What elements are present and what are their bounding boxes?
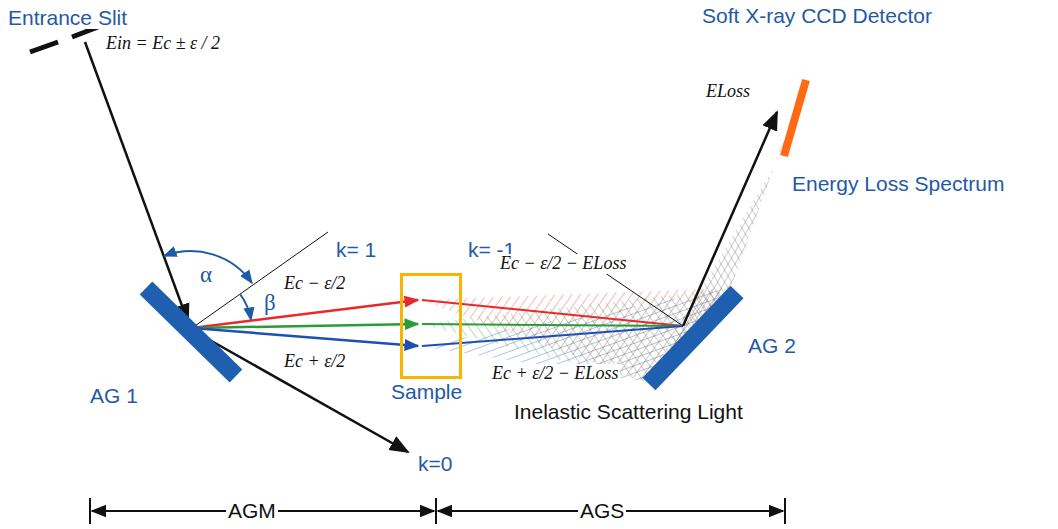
angle-label: β (262, 290, 278, 315)
grating-normal (548, 234, 683, 326)
beta-arc (240, 294, 251, 320)
detector-label: Soft X-ray CCD Detector (700, 4, 934, 27)
slit-label: Entrance Slit (6, 6, 129, 29)
sample-label: Sample (389, 380, 464, 404)
dimension-tick (89, 498, 91, 524)
energy-label: ELoss (704, 82, 752, 102)
energy-label: Ec − ε/2 − ELoss (498, 254, 628, 274)
ray-green (192, 324, 418, 328)
grating-label: AG 2 (746, 334, 798, 357)
ray-blue (192, 328, 418, 346)
order-label: k=0 (416, 452, 454, 475)
energy-label: Ec + ε/2 − ELoss (490, 364, 620, 384)
ray-red (192, 300, 418, 328)
grating-ag2 (649, 292, 737, 384)
ccd-detector (784, 80, 806, 156)
energy-formula: Ein = Ec ± ε / 2 (104, 34, 222, 54)
zero-order-beam (192, 330, 408, 452)
dimension-label: AGM (226, 499, 278, 522)
dimension-label: AGS (578, 499, 626, 522)
caption-label: Inelastic Scattering Light (512, 400, 745, 423)
energy-label: Ec + ε/2 (282, 352, 347, 372)
dispersed-fan (652, 92, 801, 372)
slit-jaw (30, 42, 58, 52)
energy-label: Ec − ε/2 (282, 274, 347, 294)
grating-ag1 (146, 288, 236, 376)
dimension-tick (784, 498, 786, 524)
grating-label: AG 1 (88, 384, 140, 407)
dispersed-fan (652, 92, 801, 372)
sample-box: Sample (400, 273, 462, 379)
order-label: k= 1 (334, 238, 378, 261)
dimension-tick (435, 498, 437, 524)
angle-label: α (198, 262, 214, 287)
spectrum-label: Energy Loss Spectrum (790, 172, 1006, 195)
incident-beam (85, 42, 188, 322)
